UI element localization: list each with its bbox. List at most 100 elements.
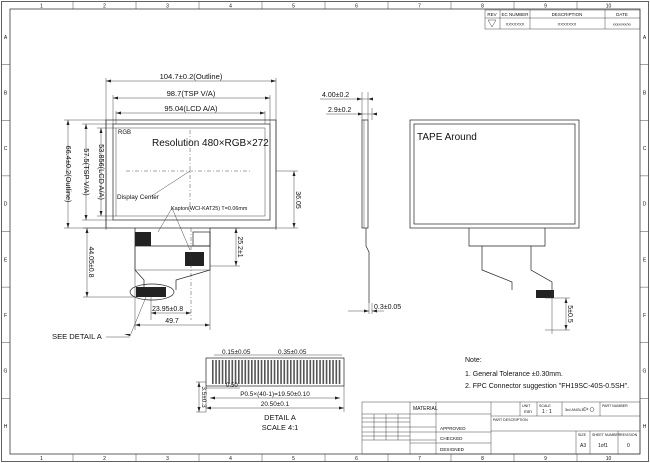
rev-header: REV [487, 12, 496, 17]
contact-pad [238, 360, 240, 384]
unit-value: mm [524, 409, 532, 414]
contact-pad [283, 360, 286, 384]
contact-pad [212, 360, 214, 384]
tape-around-label: TAPE Around [417, 132, 477, 143]
contact-pad [280, 360, 282, 384]
contact-pad [264, 360, 266, 384]
zone-col-bottom: 8 [481, 456, 484, 462]
kapton-label: Kapton(WCI-KAT25) T=0.06mm [171, 206, 248, 212]
date-header: DATE [616, 12, 628, 17]
connector-offset-dim: 23.95±0.8 [152, 306, 183, 313]
notes-title: Note: [465, 357, 482, 364]
zone-row-right: B [643, 90, 647, 96]
detail-a: 0.15±0.05 0.35±0.05 0.50 P0.5×(40-1)=19.… [196, 349, 345, 432]
detail-a-body [205, 357, 345, 387]
zone-row-right: F [643, 313, 646, 319]
contact-pad [332, 360, 334, 384]
lcd-aa-height-dim: 53.856(LCD A/A) [97, 144, 106, 200]
zone-col-top: 6 [355, 4, 358, 10]
back-connector [536, 290, 554, 298]
contact-pad [319, 360, 321, 384]
zone-row-left: E [4, 257, 8, 263]
back-fpc [468, 228, 553, 290]
detail-a-circle [129, 283, 175, 301]
contact-pad [218, 360, 221, 384]
title-block: MATERIAL APPROVED CHECKED DESIGNED UNIT … [361, 401, 641, 455]
zone-row-right: A [643, 35, 647, 41]
zone-col-bottom: 9 [544, 456, 547, 462]
contact-pad [329, 360, 331, 384]
fpc-width-dim: 49.7 [165, 318, 179, 325]
part-description-label: PART DESCRIPTION [493, 418, 528, 422]
checked-label: CHECKED [440, 436, 463, 441]
projection-circle-icon [589, 407, 595, 412]
contact-pad [260, 360, 263, 384]
revision-value: 0 [627, 443, 630, 449]
detail-a-title: DETAIL A [264, 413, 296, 422]
fpc-stiffener-right [192, 231, 211, 247]
contact-pad [228, 360, 230, 384]
revision-label: REVISION [620, 433, 638, 437]
side-fpc [365, 228, 370, 303]
back-outline [409, 119, 580, 229]
pitch-total-dim: P0.5×(40-1)=19.50±0.10 [240, 391, 310, 398]
tsp-va-dim: 98.7(TSP V/A) [167, 89, 216, 98]
detail-a-pads [212, 360, 341, 384]
contact-pad [254, 360, 256, 384]
zone-col-top: 4 [229, 4, 232, 10]
desc-header: DESCRIPTION [552, 12, 583, 17]
contact-pad [257, 360, 260, 384]
contact-pad [247, 360, 250, 384]
projection-cone-icon [583, 407, 589, 411]
date-value: xxxxx/xx/xx [613, 23, 631, 27]
contact-pad [290, 360, 292, 384]
fpc-thickness-dim: 0.3±0.05 [374, 304, 401, 311]
contact-pad [322, 360, 325, 384]
zone-col-bottom: 2 [103, 456, 106, 462]
zone-col-bottom: 7 [418, 456, 421, 462]
driver-ic [185, 252, 204, 266]
zone-row-left: F [4, 313, 7, 319]
contact-pad [215, 360, 217, 384]
note-1: 1. General Tolerance ±0.30mm. [465, 371, 563, 378]
contact-pad [296, 360, 299, 384]
unit-label: UNIT [522, 404, 531, 408]
contact-pad [335, 360, 338, 384]
contact-pad [316, 360, 318, 384]
zone-row-left: A [4, 35, 8, 41]
scale-value: 1 : 1 [542, 409, 552, 415]
zone-col-bottom: 1 [40, 456, 43, 462]
zone-col-bottom: 4 [229, 456, 232, 462]
right-height-dim: 36.05 [294, 191, 301, 209]
zone-row-left: G [4, 369, 8, 375]
contact-pad [299, 360, 302, 384]
tsp-va-rect [112, 123, 271, 221]
zone-col-top: 10 [606, 4, 612, 10]
zone-col-top: 3 [166, 4, 169, 10]
total-width-dim: 20.50±0.1 [261, 401, 290, 408]
part-number-label: PART NUMBER [602, 404, 628, 408]
contact-pad [234, 360, 237, 384]
contact-pad [303, 360, 305, 384]
size-label: SIZE [578, 433, 587, 437]
back-view: TAPE Around 5±0.5 [409, 119, 580, 334]
zone-col-bottom: 6 [355, 456, 358, 462]
contact-pad [225, 360, 227, 384]
tolerance-grid [362, 414, 410, 440]
detail-height-dim: 3.5±0.3 [200, 386, 207, 408]
contact-pad [312, 360, 315, 384]
zone-row-right: D [643, 202, 647, 208]
pad-width-dim: 0.50 [226, 383, 238, 389]
zone-col-top: 1 [40, 4, 43, 10]
zone-col-top: 2 [103, 4, 106, 10]
pitch-a-dim: 0.15±0.05 [222, 349, 251, 356]
rgb-mark: RGB [118, 130, 131, 136]
contact-pad [325, 360, 328, 384]
sheet-value: 1of1 [598, 443, 608, 449]
zone-col-top: 9 [544, 4, 547, 10]
contact-pad [251, 360, 253, 384]
